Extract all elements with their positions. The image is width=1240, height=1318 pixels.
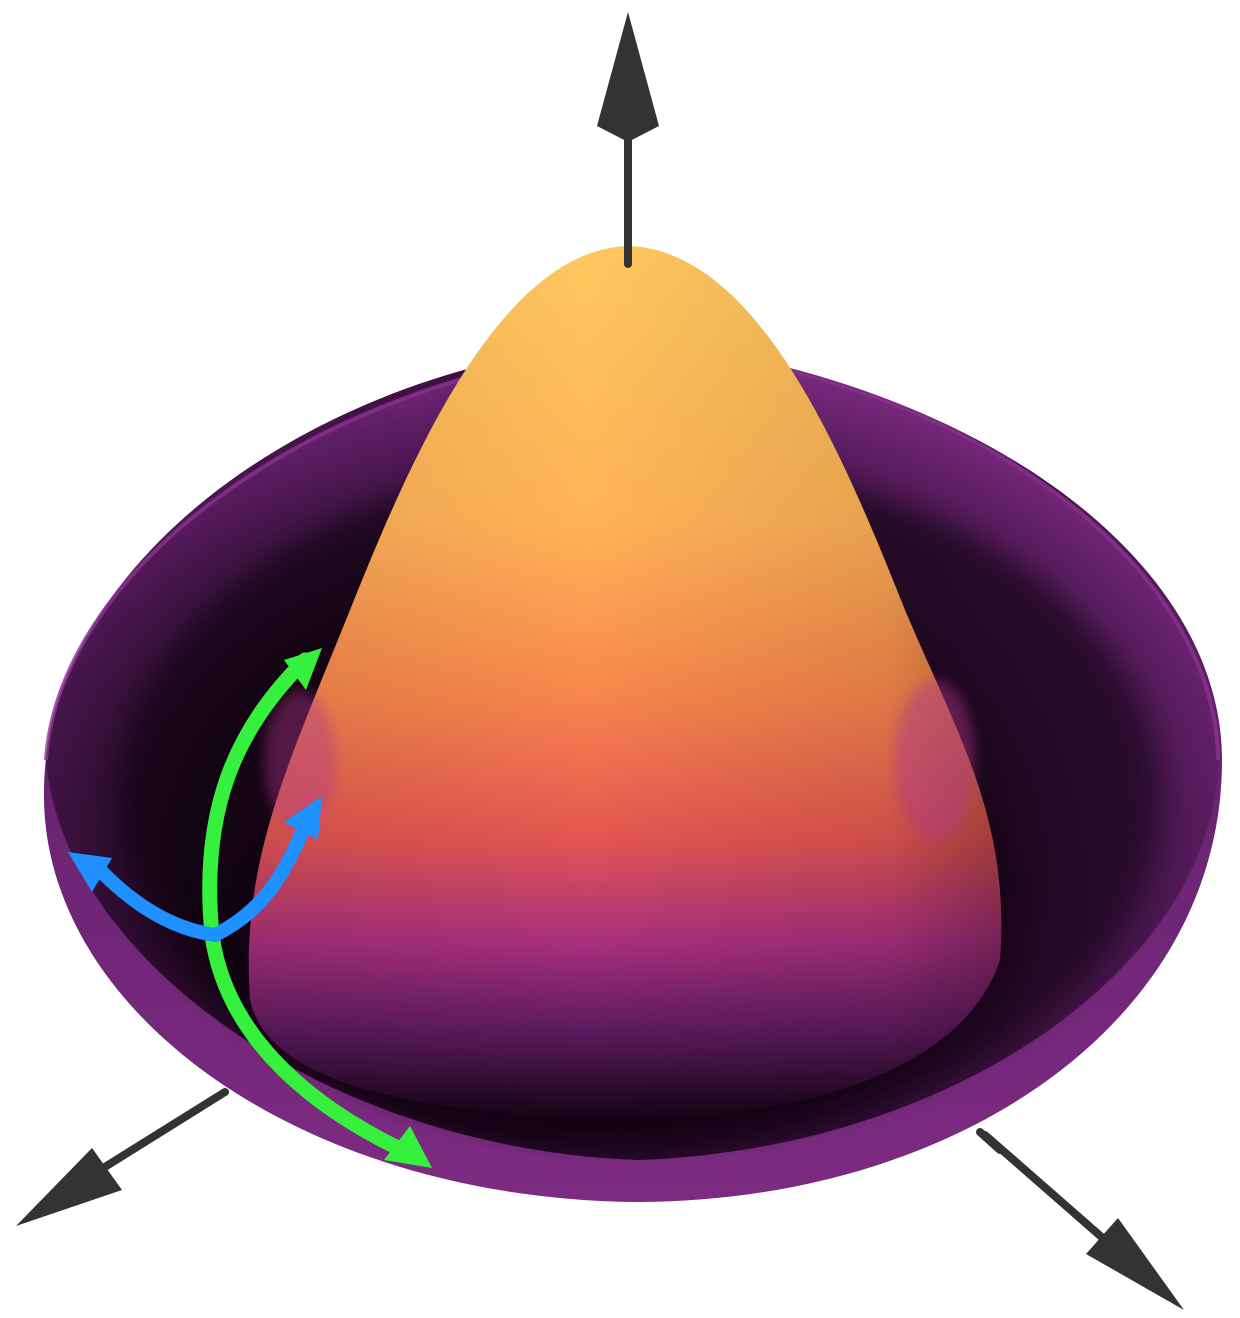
- hat-peak-surface: [248, 246, 1010, 1130]
- green-curved-double-arrow-icon: [202, 648, 432, 1168]
- blue-curved-double-arrow-icon: [68, 796, 322, 942]
- y-axis-arrow-icon: [981, 1131, 1184, 1310]
- x-axis-arrow-icon: [16, 1088, 229, 1226]
- z-axis-arrow-icon: [597, 12, 659, 268]
